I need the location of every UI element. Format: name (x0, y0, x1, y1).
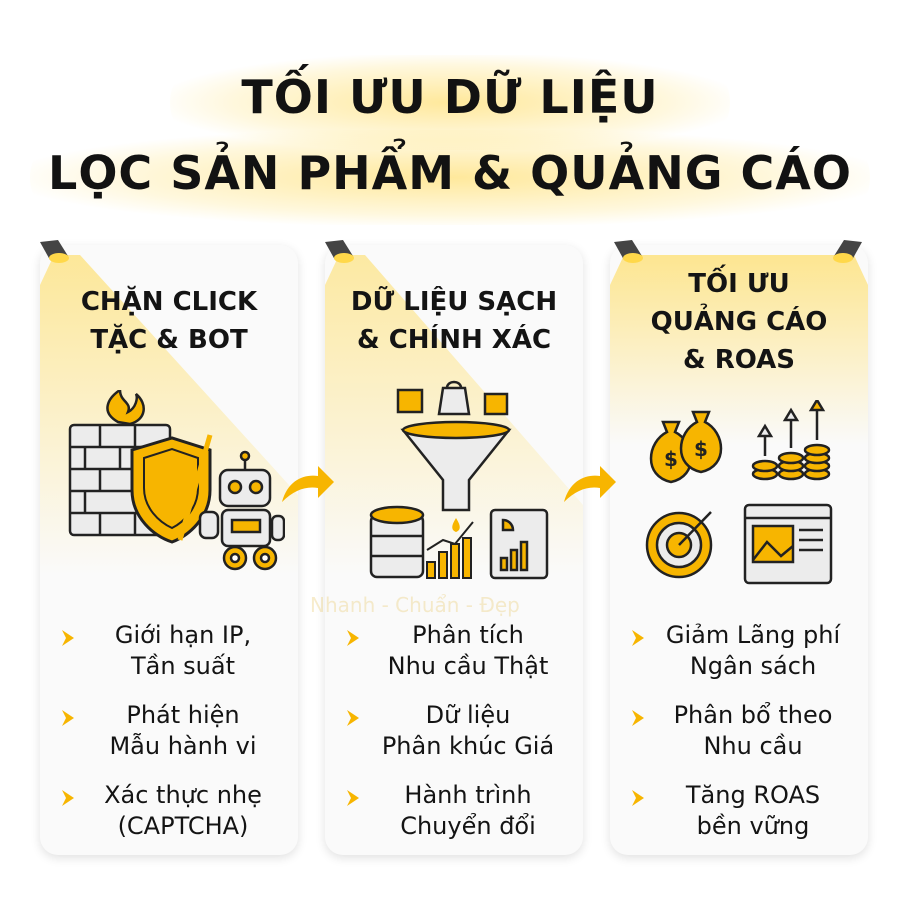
card-clean-data: DỮ LIỆU SẠCH & CHÍNH XÁC (325, 245, 583, 855)
fire-icon (106, 390, 145, 426)
card-title: TỐI ƯU QUẢNG CÁO & ROAS (610, 265, 868, 379)
item-text: (CAPTCHA) (117, 812, 249, 840)
spotlight-lamp-icon (614, 240, 643, 263)
card-title: DỮ LIỆU SẠCH & CHÍNH XÁC (325, 283, 583, 359)
card-block-bots: CHẶN CLICK TẶC & BOT (40, 245, 298, 855)
svg-text:$: $ (664, 447, 678, 471)
funnel-data-illustration (369, 380, 549, 580)
chevron-bullet-icon (347, 790, 359, 806)
box-icon (483, 392, 509, 416)
card-title-line: TẶC & BOT (90, 325, 248, 355)
list-item: Xác thực nhẹ (CAPTCHA) (40, 780, 298, 850)
bar-chart-icon (426, 521, 474, 579)
item-text: Xác thực nhẹ (104, 781, 262, 809)
chevron-bullet-icon (62, 630, 74, 646)
watermark-text: Nhanh - Chuẩn - Đẹp (310, 593, 520, 617)
item-text: Mẫu hành vi (109, 732, 257, 760)
item-text: Nhu cầu Thật (387, 652, 549, 680)
spotlight-lamp-icon (833, 240, 862, 263)
title-glow-2 (30, 130, 870, 225)
svg-text:$: $ (694, 437, 708, 461)
item-text: Phân bổ theo (673, 701, 833, 729)
report-icon (489, 508, 549, 580)
card-title-line: TỐI ƯU (688, 269, 790, 299)
chevron-bullet-icon (632, 790, 644, 806)
item-text: bền vững (696, 812, 810, 840)
item-text: Dữ liệu (425, 701, 511, 729)
page-title-line-1: TỐI ƯU DỮ LIỆU (241, 70, 659, 124)
robot-icon (198, 450, 285, 548)
gears-icon (222, 545, 278, 571)
chevron-bullet-icon (347, 630, 359, 646)
spotlight-beam (610, 255, 868, 445)
item-text: Phân khúc Giá (381, 732, 555, 760)
box-icon (396, 388, 424, 414)
item-text: Nhu cầu (703, 732, 803, 760)
item-text: Tần suất (130, 652, 236, 680)
chevron-bullet-icon (632, 630, 644, 646)
item-text: Phân tích (412, 621, 524, 649)
chevron-bullet-icon (62, 710, 74, 726)
item-text: Ngân sách (689, 652, 817, 680)
chevron-bullet-icon (632, 710, 644, 726)
list-item: Tăng ROAS bền vững (610, 780, 868, 850)
page-title-line-2: LỌC SẢN PHẨM & QUẢNG CÁO (48, 146, 852, 200)
card-title-line: & ROAS (683, 345, 795, 375)
card-title-line: CHẶN CLICK (80, 287, 258, 317)
chevron-bullet-icon (62, 790, 74, 806)
chevron-bullet-icon (347, 710, 359, 726)
list-item: Giới hạn IP, Tần suất (40, 620, 298, 690)
database-icon (369, 505, 425, 579)
card-title-line: & CHÍNH XÁC (356, 325, 552, 355)
ads-roas-illustration: $ $ (645, 400, 833, 585)
item-text: Giảm Lãng phí (665, 621, 841, 649)
spotlight-lamp-icon (40, 240, 69, 263)
firewall-robot-illustration (68, 390, 285, 571)
card-ads-roas: TỐI ƯU QUẢNG CÁO & ROAS $ $ (610, 245, 868, 855)
item-text: Giới hạn IP, (114, 621, 252, 649)
item-text: Tăng ROAS (685, 781, 821, 809)
card-title-line: QUẢNG CÁO (650, 307, 828, 337)
card-title-line: DỮ LIỆU SẠCH (350, 287, 558, 317)
spotlight-lamp-icon (325, 240, 354, 263)
item-text: Hành trình (404, 781, 532, 809)
arrow-right-icon (564, 466, 616, 502)
shopping-bag-icon (437, 386, 471, 416)
item-text: Chuyển đổi (400, 812, 536, 840)
coin-stack-growth-icon (751, 400, 831, 481)
card-title: CHẶN CLICK TẶC & BOT (40, 283, 298, 359)
shield-icon (130, 436, 212, 544)
arrow-right-icon (282, 466, 334, 502)
funnel-icon (400, 428, 512, 512)
ad-banner-icon (743, 503, 833, 585)
item-text: Phát hiện (126, 701, 240, 729)
target-icon (645, 511, 713, 579)
money-bag-icon (649, 410, 723, 484)
